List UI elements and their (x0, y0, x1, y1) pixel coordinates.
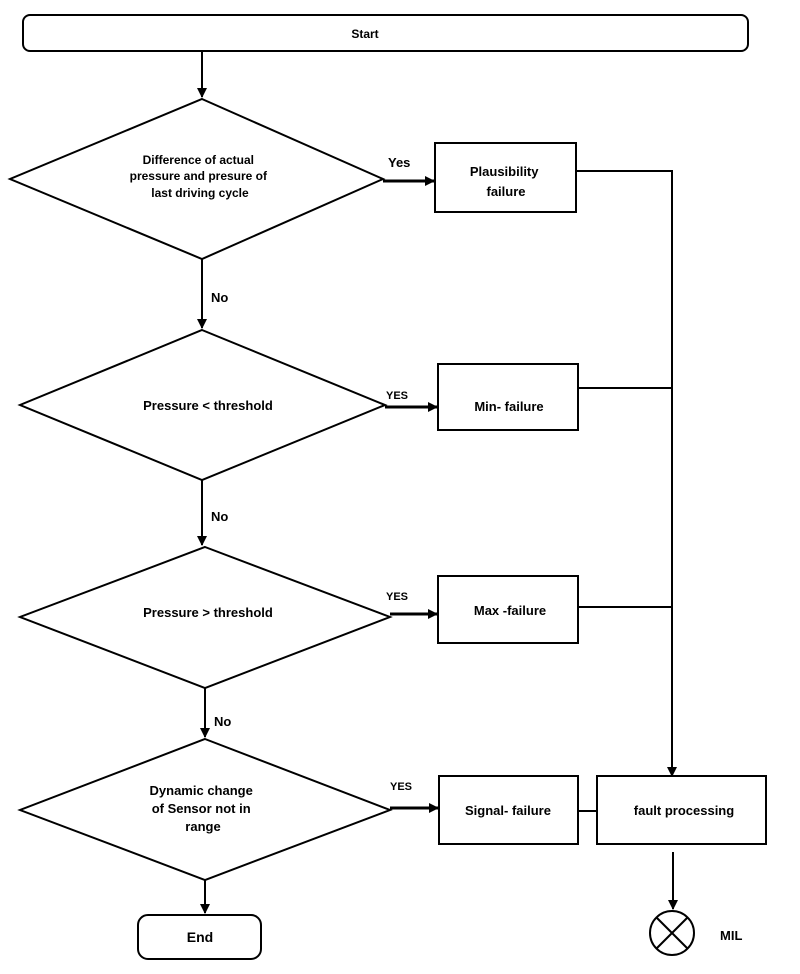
fault-processing-box (596, 775, 767, 845)
signal-failure-box (438, 775, 579, 845)
start-terminal (22, 14, 749, 52)
max-failure-box (437, 575, 579, 644)
fault-processing-text: fault processing (634, 803, 734, 818)
decision-3-text: Pressure > threshold (143, 605, 273, 620)
yes-label-4: YES (390, 781, 412, 793)
decision-pressure-below-threshold (17, 328, 388, 482)
decision-1-text: Difference of actual pressure and presur… (130, 153, 271, 200)
plausibility-failure-box (434, 142, 577, 213)
decision-4-text: Dynamic change of Sensor not in range (150, 783, 257, 834)
mil-label: MIL (720, 928, 742, 943)
yes-label-3: YES (386, 591, 408, 603)
max-failure-text: Max -failure (474, 603, 546, 618)
no-label-1: No (211, 290, 228, 305)
decision-2-text: Pressure < threshold (143, 398, 273, 413)
signal-failure-text: Signal- failure (465, 803, 551, 818)
plausibility-failure-text: Plausibility failure (470, 164, 542, 199)
end-label: End (187, 929, 213, 945)
end-terminal (137, 914, 262, 960)
decision-pressure-above-threshold (17, 545, 393, 690)
no-label-3: No (214, 714, 231, 729)
no-label-2: No (211, 509, 228, 524)
min-failure-box (437, 363, 579, 431)
decision-dynamic-change (17, 737, 393, 882)
yes-label-2: YES (386, 390, 408, 402)
decision-pressure-difference (7, 97, 386, 261)
min-failure-text: Min- failure (474, 399, 543, 414)
start-label: Start (351, 27, 378, 41)
connector-plausibility-to-bus (576, 170, 677, 777)
yes-label-1: Yes (388, 155, 410, 170)
